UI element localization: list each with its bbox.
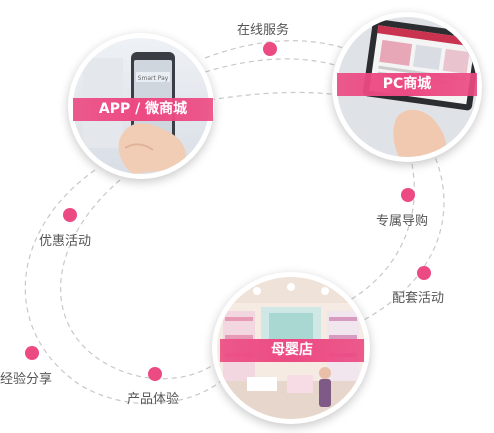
- flow-dot-experience-share: [25, 346, 39, 360]
- store-node: [212, 272, 370, 424]
- connector-right-1: [359, 149, 445, 323]
- flow-label-exclusive-guide: 专属导购: [376, 214, 429, 229]
- pc-node-label: PC商城: [337, 73, 477, 96]
- connector-top-1: [204, 40, 351, 59]
- flow-label-discount-event: 优惠活动: [39, 234, 92, 249]
- flow-label-experience-share: 经验分享: [0, 372, 53, 387]
- flow-dot-matching-event: [417, 266, 431, 280]
- connector-top-3: [209, 91, 341, 101]
- flow-label-product-experience: 产品体验: [127, 392, 180, 407]
- connector-right-2: [349, 154, 415, 301]
- phone-screen-text: Smart Pay: [138, 75, 169, 82]
- flow-dot-discount-event: [63, 208, 77, 222]
- baby-store-interior-illustration: [217, 277, 365, 419]
- flow-dot-online-service: [263, 42, 277, 56]
- flow-dot-exclusive-guide: [401, 188, 415, 202]
- connector-left-inner: [60, 179, 226, 380]
- connector-top-2: [204, 58, 346, 73]
- connector-left-outer: [24, 169, 233, 405]
- store-node-image: [217, 277, 365, 419]
- app-node-label: APP / 微商城: [73, 98, 213, 121]
- store-node-label: 母婴店: [220, 339, 364, 362]
- flow-label-matching-event: 配套活动: [392, 291, 445, 306]
- flow-label-online-service: 在线服务: [237, 23, 290, 38]
- flow-dot-product-experience: [148, 367, 162, 381]
